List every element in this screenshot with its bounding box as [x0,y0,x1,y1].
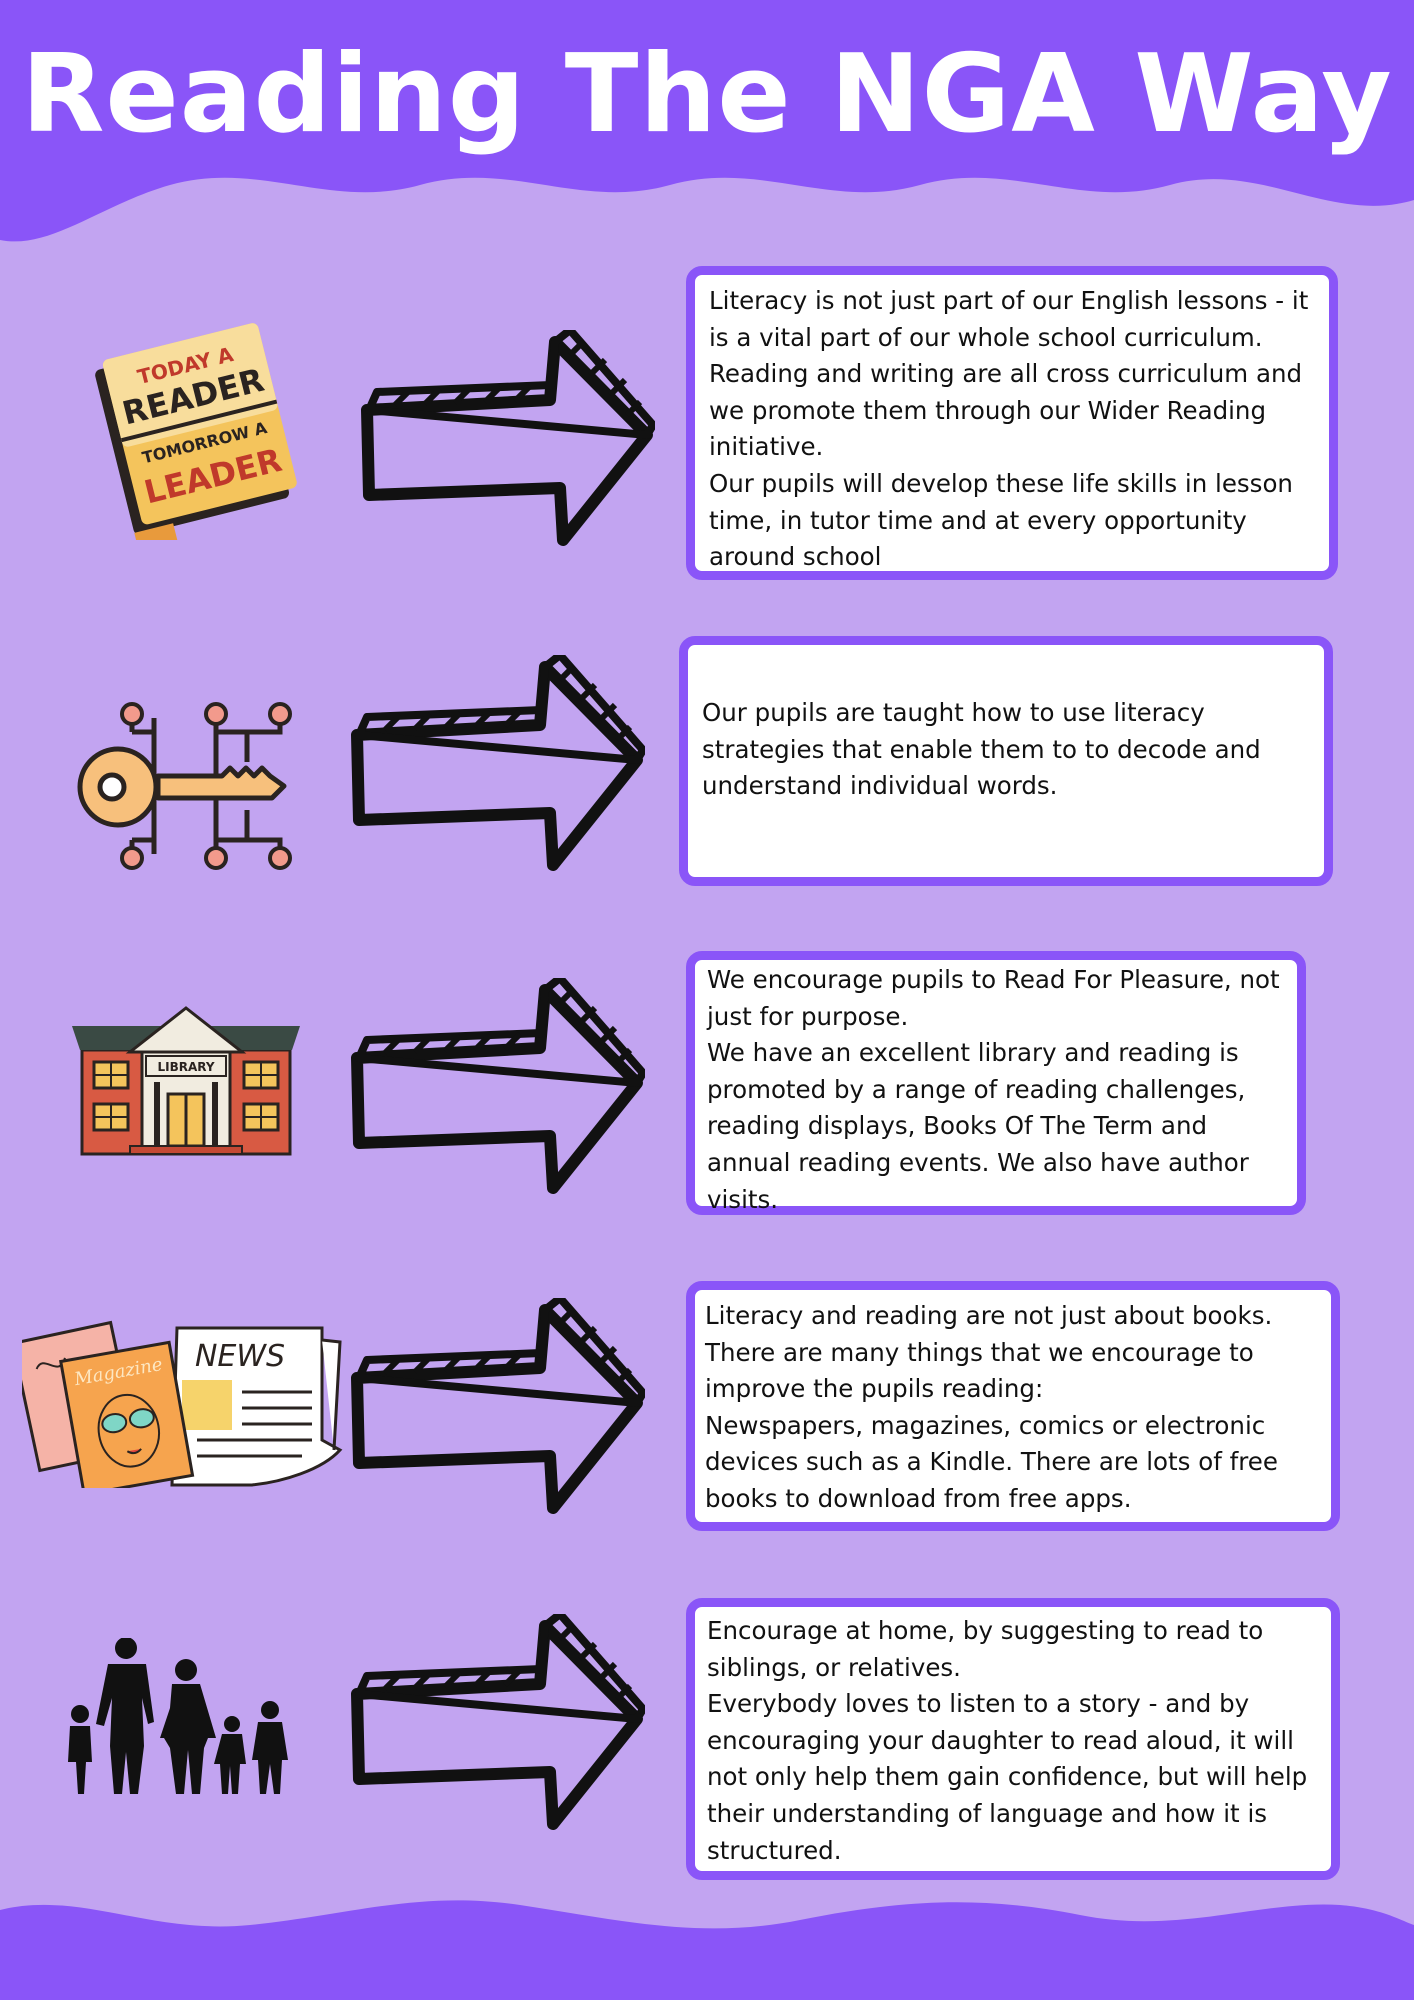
footer-banner [0,1900,1414,2000]
newspaper-headline: NEWS [195,1339,285,1374]
card-paragraph: Literacy is not just part of our English… [709,286,1309,352]
info-card-decoding: Our pupils are taught how to use literac… [679,636,1333,886]
arrow-icon [351,1298,645,1514]
info-card-read-for-pleasure: We encourage pupils to Read For Pleasure… [686,951,1306,1215]
card-paragraph: Reading and writing are all cross curric… [709,359,1303,462]
card-paragraph: Our pupils are taught how to use literac… [702,698,1261,801]
arrow-icon [351,978,645,1194]
card-paragraph: Our pupils will develop these life skill… [709,468,1293,572]
card-paragraph: Literacy and reading are not just about … [705,1301,1273,1404]
family-silhouette-icon [68,1638,288,1794]
header-banner [0,0,1414,242]
key-circuit-icon [77,702,292,870]
arrow-icon [351,1614,645,1830]
card-paragraph: Everybody loves to listen to a story - a… [707,1689,1308,1865]
newspaper-magazines-icon: NEWS Magazine [22,1320,343,1488]
info-card-at-home: Encourage at home, by suggesting to read… [686,1598,1340,1880]
library-sign-text: LIBRARY [157,1060,214,1074]
card-paragraph: Newspapers, magazines, comics or electro… [705,1410,1278,1513]
card-paragraph: We encourage pupils to Read For Pleasure… [707,965,1280,1031]
card-paragraph: We have an excellent library and reading… [707,1038,1249,1214]
info-card-curriculum: Literacy is not just part of our English… [686,266,1338,580]
info-card-beyond-books: Literacy and reading are not just about … [686,1281,1340,1531]
page-title: Reading The NGA Way [21,32,1393,157]
library-building-icon: LIBRARY [72,1006,300,1156]
arrow-icon [361,330,655,546]
card-paragraph: Encourage at home, by suggesting to read… [707,1616,1264,1682]
arrow-icon [351,655,645,871]
today-a-reader-tomorrow-a-leader-book-icon: TODAY A READER TOMORROW A LEADER [95,323,297,540]
